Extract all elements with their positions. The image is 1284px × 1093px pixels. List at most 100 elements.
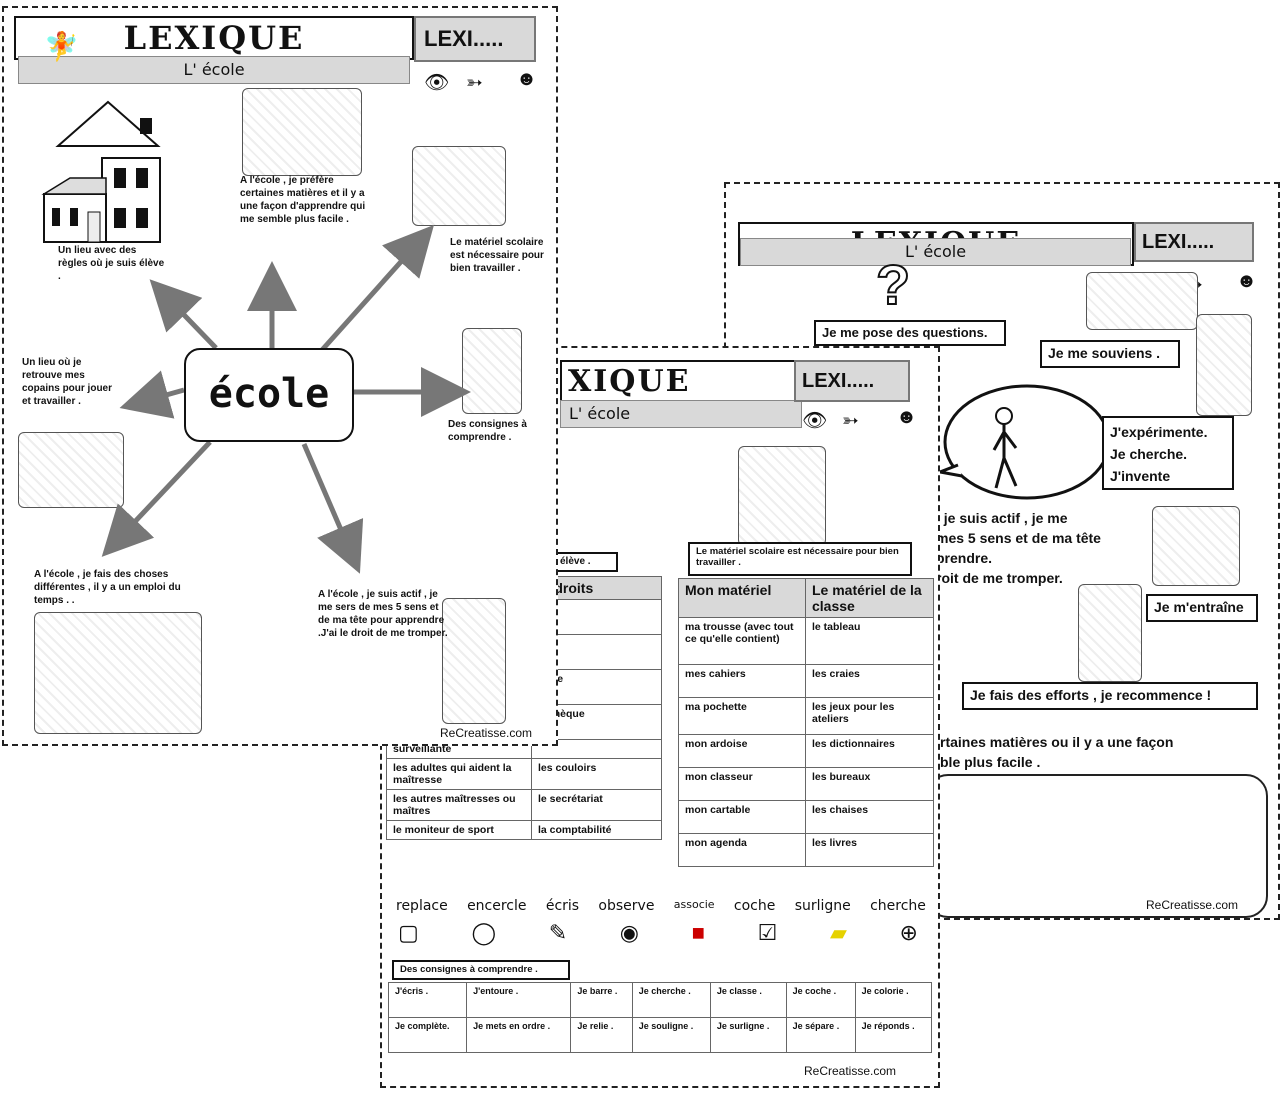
- eye-icon: 👁: [802, 410, 828, 432]
- table-cell: les couloirs: [531, 758, 662, 790]
- children-playing-picture: [18, 432, 124, 508]
- verb-icons-row: ▢ ◯ ✎ ◉ ■ ☑ ▰ ⊕: [398, 920, 918, 946]
- verb-surligne: surligne: [794, 898, 851, 914]
- highlighter-icon: ▰: [829, 920, 847, 945]
- table-cell: mon ardoise: [678, 734, 806, 768]
- eye-icon: 👁: [424, 72, 450, 94]
- table-cell: J'entoure .: [466, 982, 572, 1018]
- head-icon: ☻: [1236, 270, 1258, 292]
- table-cell: les chaises: [805, 800, 934, 834]
- matieres-text: rtaines matières ou il y a une façon ble…: [940, 732, 1173, 772]
- consignes-text: Des consignes à comprendre .: [448, 419, 527, 443]
- table-cell: Je surligne .: [709, 1017, 787, 1053]
- choses-text: A l'école , je fais des choses différent…: [34, 569, 181, 606]
- materiel-label: Le matériel scolaire est nécessaire pour…: [688, 542, 912, 576]
- souviens-label: Je me souviens .: [1040, 340, 1180, 368]
- ear-icon: ➳: [842, 410, 859, 432]
- arrow-lieu-regles: [149, 279, 218, 350]
- head-icon: ☻: [516, 68, 538, 90]
- table-row: ma trousse (avec tout ce qu'elle contien…: [678, 617, 934, 665]
- sheet2-title: XIQUE: [560, 360, 800, 404]
- verb-associe: associe: [673, 898, 715, 911]
- boy-glasses-picture: [442, 598, 506, 724]
- arrow-choses: [101, 440, 212, 557]
- table-cell: les craies: [805, 664, 934, 698]
- sheet2-subtitle: L' école: [560, 400, 802, 428]
- table-cell: les dictionnaires: [805, 734, 934, 768]
- table-cell: Je colorie .: [854, 982, 933, 1018]
- table-cell: le tableau: [805, 617, 934, 665]
- ear-icon: ➳: [466, 72, 483, 94]
- mind-map-arrows: [101, 224, 471, 574]
- table-cell: Je cherche .: [631, 982, 711, 1018]
- elf-icon: 🧚: [44, 31, 79, 62]
- lieu-regles-text: Un lieu avec des règles où je suis élève…: [58, 245, 165, 282]
- table-cell: Je réponds .: [854, 1017, 933, 1053]
- school-building-picture: [41, 100, 161, 243]
- verb-cherche: cherche: [870, 898, 926, 914]
- table-cell: mon agenda: [678, 833, 806, 867]
- center-word: école: [208, 371, 330, 417]
- table-cell: Je classe .: [709, 982, 787, 1018]
- table-cell: les autres maîtresses ou maîtres: [386, 789, 532, 821]
- verb-coche: coche: [733, 898, 776, 914]
- table-cell: ma trousse (avec tout ce qu'elle contien…: [678, 617, 806, 665]
- efforts-label: Je fais des efforts , je recommence !: [962, 682, 1258, 710]
- table-cell: les jeux pour les ateliers: [805, 697, 934, 735]
- table-row: Je complète. Je mets en ordre . Je relie…: [387, 1017, 933, 1053]
- sheet1-lexi: LEXI.....: [414, 16, 536, 62]
- writing-box[interactable]: [926, 774, 1268, 918]
- table-cell: la comptabilité: [531, 820, 662, 840]
- actif-text: A l'école , je suis actif , je me sers d…: [318, 589, 448, 639]
- table-cell: ma pochette: [678, 697, 806, 735]
- table-cell: mon classeur: [678, 767, 806, 801]
- verb-row: replace encercle écris observe associe c…: [396, 898, 926, 914]
- materiel-text: Le matériel scolaire est nécessaire pour…: [450, 237, 544, 274]
- table-cell: Je barre .: [570, 982, 633, 1018]
- matieres-line-2: ble plus facile .: [940, 754, 1041, 770]
- table-cell: J'écris .: [387, 982, 468, 1018]
- question-mark-icon: ?: [875, 252, 911, 317]
- scientist-picture: [1196, 314, 1252, 416]
- arrow-materiel: [320, 224, 435, 352]
- table-cell: Je complète.: [387, 1017, 468, 1053]
- verb-replace: replace: [396, 898, 448, 914]
- invente-line: J'invente: [1110, 468, 1171, 484]
- notebook-picture: [1152, 506, 1240, 586]
- entraine-label: Je m'entraîne: [1146, 594, 1258, 622]
- number-boxes-icon: ▢: [398, 920, 419, 945]
- table-row: surveillante: [386, 739, 662, 759]
- sheet1-subtitle: L' école: [18, 56, 410, 84]
- sheet2-lexi: LEXI.....: [794, 360, 910, 402]
- actif-line-4: roit de me tromper.: [936, 570, 1063, 586]
- children-reading-picture: [242, 88, 362, 176]
- sheet-front-left: LEXIQUE L' école 🧚 LEXI..... 👁 ➳ ☻ Un li…: [2, 6, 558, 746]
- eleve-label: élève .: [552, 552, 618, 572]
- table-cell: Je coche .: [785, 982, 856, 1018]
- table-cell: le moniteur de sport: [386, 820, 532, 840]
- verb-observe: observe: [598, 898, 655, 914]
- speech-bubble: [934, 384, 1111, 500]
- table-cell: les livres: [805, 833, 934, 867]
- actif-line-3: prendre.: [936, 550, 993, 566]
- mon-materiel-header: Mon matériel: [678, 578, 806, 618]
- sheet2-credit: ReCreatisse.com: [804, 1064, 897, 1078]
- arrow-actif: [301, 443, 364, 574]
- center-word-box: école: [184, 348, 354, 442]
- sheet3-lexi: LEXI.....: [1134, 222, 1254, 262]
- table-cell: Je souligne .: [631, 1017, 711, 1053]
- table-row: J'écris . J'entoure . Je barre . Je cher…: [387, 982, 933, 1018]
- eye-icon: ◉: [619, 920, 639, 945]
- consignes-label: Des consignes à comprendre .: [392, 960, 570, 980]
